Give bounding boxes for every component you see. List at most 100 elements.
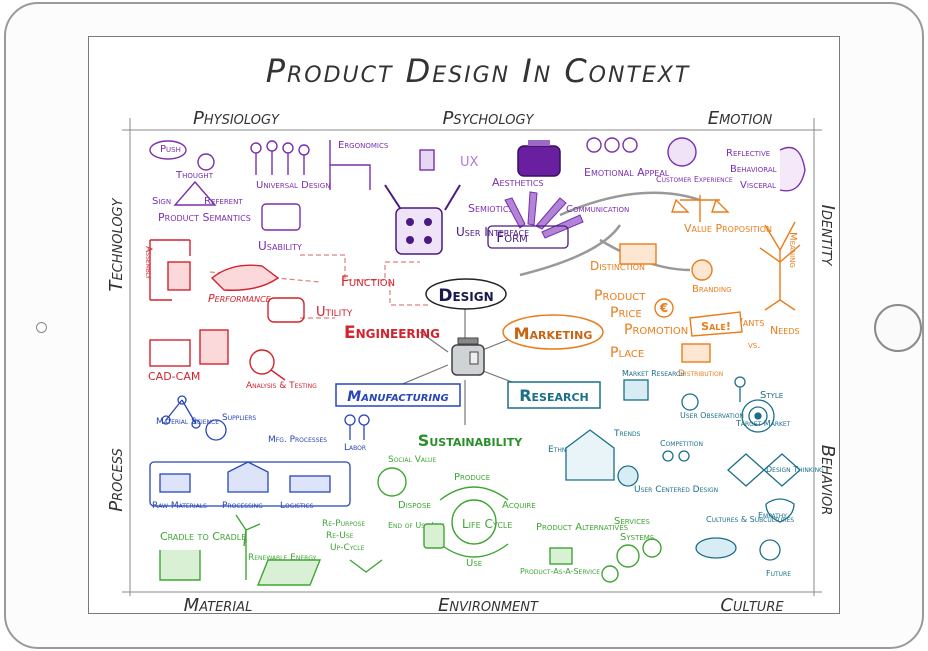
note-acquire: Acquire (502, 500, 536, 511)
note-material-science: Material Science (156, 417, 219, 427)
euro-symbol: € (659, 301, 668, 315)
globe-icon (377, 467, 407, 497)
empathy-heart-icon (765, 498, 795, 523)
note-suppliers: Suppliers (222, 413, 256, 423)
note-semiotics: Semiotics (468, 202, 514, 215)
note-user-observation: User Observation (680, 411, 744, 420)
engineering-label: Engineering (344, 323, 440, 343)
labor-people-icon (344, 414, 370, 440)
marketing-node: Marketing (502, 314, 604, 350)
note-ergonomics: Ergonomics (338, 140, 389, 151)
competition-people-icon (662, 450, 690, 462)
note-product: Product (594, 288, 646, 304)
shirt-icon (349, 559, 383, 573)
note-performance: Performance (208, 292, 272, 305)
note-cradle-to-cradle: Cradle to Cradle (160, 530, 246, 543)
note-visceral: Visceral (740, 180, 776, 191)
truck-icon (159, 473, 191, 493)
note-usability: Usability (258, 239, 302, 253)
life-cycle-icon (451, 499, 497, 545)
market-research-board-icon (623, 379, 649, 401)
balance-scale-icon (671, 195, 730, 222)
note-upcycle: Up-Cycle (330, 543, 365, 553)
manufacturing-node: Manufacturing (335, 383, 461, 407)
trash-can-icon (423, 523, 445, 549)
note-branding: Branding (692, 284, 732, 295)
branding-circle-icon (691, 259, 713, 281)
note-empathy: Empathy (758, 511, 787, 520)
note-communication: Communication (566, 204, 629, 215)
observer-icon (681, 393, 699, 411)
edge-behavior: Behavior (817, 445, 838, 516)
gears-icon (601, 538, 662, 583)
utility-vehicle-icon (267, 297, 305, 323)
tree-icon (759, 221, 801, 311)
design-thinking-diamond-icon (727, 453, 765, 487)
sustainability-label: Sustainability (418, 431, 523, 450)
note-referent: Referent (204, 196, 243, 207)
note-user-centered-design: User Centered Design (634, 485, 718, 495)
note-product-semantics: Product Semantics (158, 211, 251, 224)
note-analysis-testing: Analysis & Testing (246, 381, 317, 391)
note-systems: Systems (620, 532, 655, 543)
distribution-box-icon (681, 343, 711, 363)
edge-culture: Culture (720, 595, 784, 616)
factory-icon (227, 461, 269, 493)
euro-icon (654, 298, 674, 318)
note-cultures: Cultures & Subcultures (706, 515, 794, 524)
note-reflective: Reflective (726, 148, 770, 159)
edge-process: Process (106, 448, 127, 511)
ergonomics-chair-icon (329, 140, 371, 190)
edge-material: Material (184, 595, 253, 616)
person-style-icon (734, 376, 746, 402)
note-behavioral: Behavioral (730, 164, 777, 175)
note-universal-design: Universal Design (256, 180, 330, 191)
note-product-alternatives: Product Alternatives (536, 522, 629, 533)
magnifier-icon (249, 349, 275, 375)
note-social-value: Social Value (388, 455, 436, 465)
future-binoculars-icon (759, 539, 781, 561)
note-style: Style (760, 390, 783, 401)
note-emotional-appeal: Emotional Appeal (584, 166, 670, 179)
note-product-as-a-service: Product-As-A-Service (520, 567, 600, 576)
note-trends: Trends (613, 429, 641, 439)
note-repurpose: Re-Purpose (322, 519, 365, 529)
note-life-cycle: Life Cycle (462, 517, 512, 531)
user-centered-icon (617, 465, 639, 487)
note-competition: Competition (660, 439, 703, 448)
form-label: Form (496, 230, 528, 246)
note-meaning: Meaning (787, 232, 798, 268)
3d-printer-icon (199, 329, 229, 365)
note-labor: Labor (344, 443, 366, 453)
toaster-icon (451, 337, 485, 376)
note-dispose: Dispose (398, 500, 431, 511)
logistics-truck-icon (289, 475, 331, 493)
note-mfg-processes: Mfg. Processes (268, 435, 327, 445)
note-distribution: Distribution (678, 369, 723, 379)
note-place: Place (610, 345, 644, 361)
head-silhouette-icon (779, 146, 806, 192)
function-label: Function (341, 274, 395, 290)
chair-icon (159, 550, 201, 581)
note-market-research: Market Research (622, 369, 685, 378)
supplier-cart-icon (205, 419, 227, 441)
user-interface-device-icon (395, 207, 443, 255)
home-button[interactable] (874, 304, 922, 352)
emotion-faces-icon (586, 137, 638, 153)
solar-panel-icon (256, 559, 322, 586)
edge-emotion: Emotion (708, 108, 773, 129)
note-renewable-energy: Renewable Energy (248, 553, 317, 563)
user-interface-label: User Interface (456, 225, 529, 239)
edge-identity: Identity (817, 205, 838, 267)
note-push: Push (160, 144, 181, 155)
cultures-icon (695, 537, 737, 559)
car-icon (210, 264, 280, 291)
research-node: Research (507, 381, 601, 409)
note-aesthetics: Aesthetics (492, 176, 544, 189)
note-assembly: Assembly (143, 246, 153, 279)
note-services: Services (614, 516, 650, 527)
note-future: Future (766, 569, 791, 578)
note-sign: Sign (152, 196, 171, 207)
toaster-sketch-icon (261, 203, 301, 231)
